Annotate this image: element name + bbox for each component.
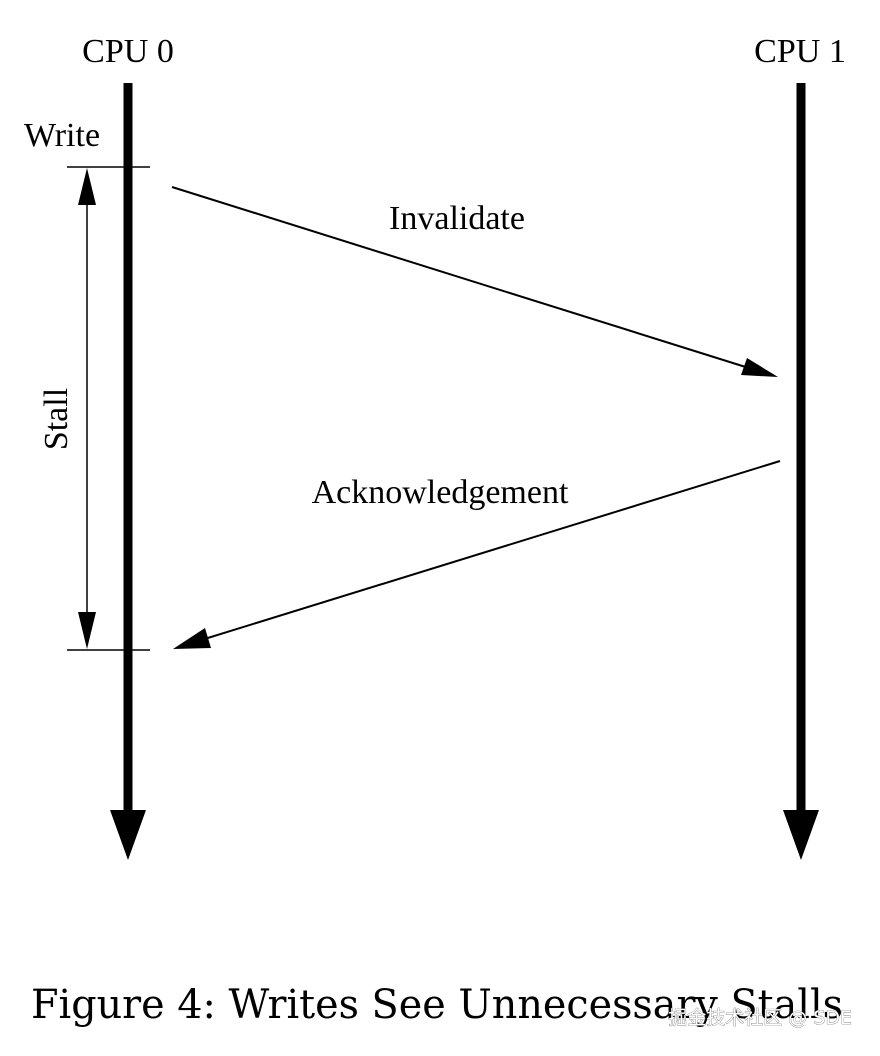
cpu1-lifeline xyxy=(783,83,819,860)
acknowledgement-arrowhead xyxy=(173,628,211,649)
invalidate-message-arrow xyxy=(171,186,778,377)
cpu0-label: CPU 0 xyxy=(82,33,174,70)
watermark: 掘金技术社区 @ SDE xyxy=(668,1007,852,1029)
acknowledgement-message-arrow xyxy=(173,460,781,649)
stall-arrowhead-down xyxy=(78,612,96,649)
stall-interval-arrow xyxy=(78,168,96,649)
cpu1-lifeline-arrowhead xyxy=(783,810,819,860)
acknowledgement-label: Acknowledgement xyxy=(312,474,569,511)
figure-caption: Figure 4: Writes See Unnecessary Stalls xyxy=(31,982,843,1028)
invalidate-label: Invalidate xyxy=(389,200,525,237)
cpu1-label: CPU 1 xyxy=(754,33,846,70)
invalidate-arrowhead xyxy=(741,358,778,377)
cpu0-lifeline xyxy=(110,83,146,860)
cpu0-lifeline-arrowhead xyxy=(110,810,146,860)
stall-arrowhead-up xyxy=(78,168,96,205)
stall-label: Stall xyxy=(38,388,75,450)
write-label: Write xyxy=(24,117,100,154)
